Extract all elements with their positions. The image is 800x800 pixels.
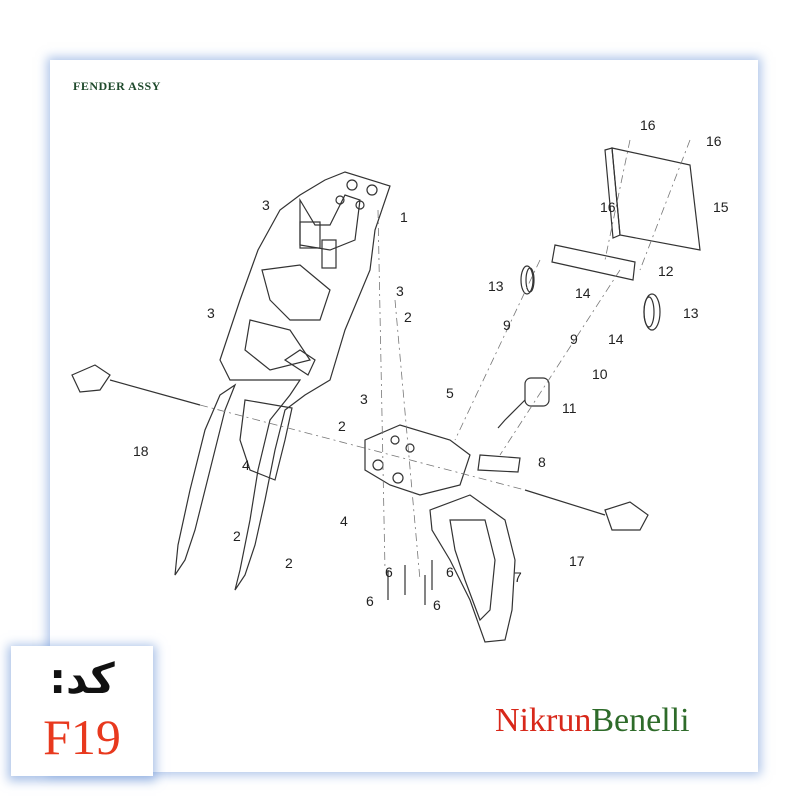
brand-part-2: Benelli	[591, 702, 690, 739]
brand-part-1: Nikrun	[495, 702, 592, 739]
callout-1: 1	[400, 209, 408, 225]
reflector-left	[520, 265, 535, 295]
callout-6c: 6	[366, 593, 374, 609]
turn-signal-right	[524, 489, 649, 531]
callout-4b: 4	[340, 513, 348, 529]
plate-lamp	[497, 377, 550, 429]
bolts	[387, 560, 433, 605]
callout-14b: 14	[608, 331, 624, 347]
callout-10: 10	[592, 366, 608, 382]
callout-9b: 9	[570, 331, 578, 347]
reflector-right	[643, 293, 661, 331]
callout-5: 5	[446, 385, 454, 401]
callout-14a: 14	[575, 285, 591, 301]
callout-3c: 3	[207, 305, 215, 321]
callout-17: 17	[569, 553, 585, 569]
callout-4a: 4	[242, 457, 250, 473]
diagram-frame	[50, 60, 758, 772]
callout-9a: 9	[503, 317, 511, 333]
callout-2d: 2	[285, 555, 293, 571]
center-bracket	[364, 424, 471, 496]
callout-13a: 13	[488, 278, 504, 294]
code-label: کد:	[49, 654, 115, 703]
callout-2a: 2	[404, 309, 412, 325]
callout-3d: 3	[360, 391, 368, 407]
callout-3b: 3	[396, 283, 404, 299]
callout-13b: 13	[683, 305, 699, 321]
part-code-box: کد: F19	[11, 646, 153, 776]
callout-15: 15	[713, 199, 729, 215]
brand-watermark: NikrunBenelli	[495, 702, 690, 740]
rear-fender-frame	[174, 171, 391, 591]
callout-7: 7	[514, 569, 522, 585]
diagram-title: FENDER ASSY	[73, 79, 161, 93]
callout-18: 18	[133, 443, 149, 459]
callout-6d: 6	[433, 597, 441, 613]
bracket-8	[477, 454, 521, 473]
callout-2c: 2	[233, 528, 241, 544]
callout-12: 12	[658, 263, 674, 279]
callout-8: 8	[538, 454, 546, 470]
license-plate	[604, 147, 701, 251]
callout-11: 11	[562, 400, 577, 416]
license-plate-hugger	[429, 494, 516, 643]
callout-16c: 16	[600, 199, 616, 215]
plate-holder	[551, 244, 636, 281]
callout-16b: 16	[706, 133, 722, 149]
turn-signal-left	[71, 364, 201, 406]
callout-6b: 6	[446, 564, 454, 580]
callout-6a: 6	[385, 564, 393, 580]
callout-16a: 16	[640, 117, 656, 133]
code-value: F19	[43, 709, 121, 765]
callout-3a: 3	[262, 197, 270, 213]
callout-2b: 2	[338, 418, 346, 434]
